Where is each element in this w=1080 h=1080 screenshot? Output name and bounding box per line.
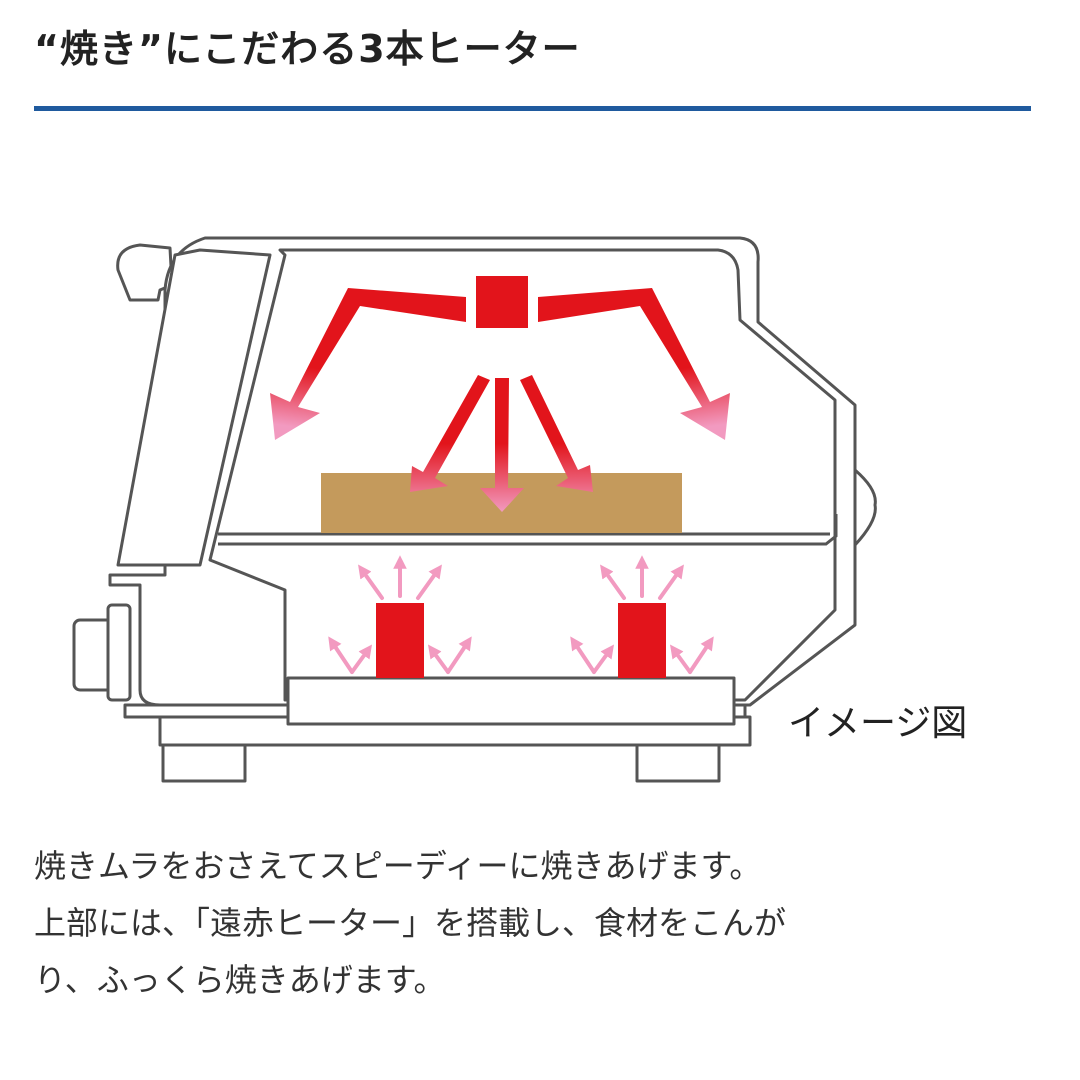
oven-door [116,248,272,567]
description-line: り、ふっくら焼きあげます。 [34,961,446,999]
heat-arrow-down-left [410,375,490,492]
heat-ray [350,644,372,674]
heat-ray [670,644,692,674]
heat-ray [570,636,596,674]
heat-ray [592,644,614,674]
top-heater [476,276,528,328]
heat-ray [416,564,442,600]
heat-ray [428,644,450,674]
heat-arrow-down-right [520,375,593,492]
right-knob [853,468,877,547]
crumb-tray [286,676,736,726]
heat-arrow-down-center [480,378,524,512]
bottom-heater-right [618,603,666,678]
description: 焼きムラをおさえてスピーディーに焼きあげます。 上部には、「遠赤ヒーター」を搭載… [34,838,1044,1009]
image-caption: イメージ図 [788,703,968,744]
heat-ray [446,636,472,674]
heat-ray [600,564,626,600]
heat-ray [358,564,384,600]
oven-foot-right [635,743,721,783]
oven-rack [218,514,838,546]
heat-ray [688,636,714,674]
description-line: 焼きムラをおさえてスピーディーに焼きあげます。 [34,847,762,885]
heat-arrow-upper-left [270,288,466,440]
oven-foot-left [161,743,247,783]
heat-arrow-upper-right [538,288,730,440]
section-heading: “焼き”にこだわる3本ヒーター [34,27,581,71]
heading-divider [34,106,1031,111]
bottom-heater-left [376,603,424,678]
heat-ray [328,636,354,674]
description-line: 上部には、「遠赤ヒーター」を搭載し、食材をこんが [34,904,787,942]
heat-ray [658,564,684,600]
